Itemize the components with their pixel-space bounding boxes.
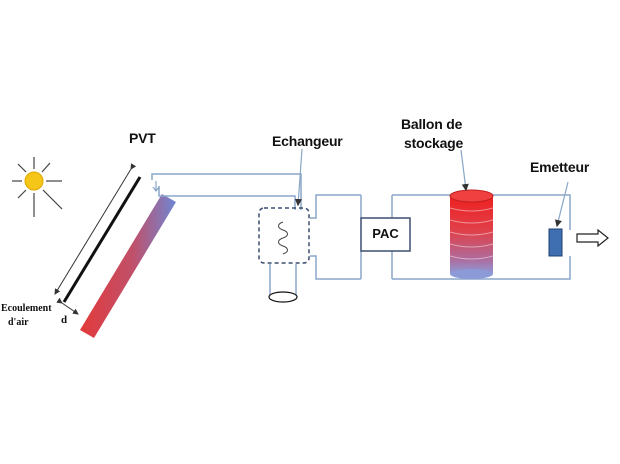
- storage-tank: [449, 189, 494, 279]
- gap-d-label: d: [61, 314, 68, 326]
- gap-d-arrow: [56, 297, 79, 315]
- pvt-length-arrow: [54, 163, 137, 295]
- air-duct-plate: [80, 194, 176, 338]
- emetteur-box: [548, 228, 563, 257]
- coil-icon: [278, 221, 288, 255]
- arrow-right-icon: [576, 228, 609, 248]
- ecoulement-label-line1: Ecoulement: [1, 303, 52, 314]
- pac-box: [360, 217, 411, 252]
- ballon-label-line2: stockage: [404, 135, 464, 151]
- echangeur-pointer: [294, 148, 303, 207]
- emetteur-label: Emetteur: [530, 159, 590, 175]
- pvt-panel-surface: [62, 176, 142, 303]
- echangeur-box: [258, 207, 310, 264]
- ecoulement-label-line2: d'air: [8, 317, 29, 328]
- sun-icon: [12, 157, 63, 217]
- ballon-label-line1: Ballon de: [401, 116, 463, 132]
- tube-outlet: [268, 291, 298, 303]
- pac-label: PAC: [372, 226, 399, 241]
- pvt-label: PVT: [129, 130, 156, 146]
- emetteur-pointer: [554, 181, 569, 228]
- flow-down-icon: [152, 181, 160, 192]
- ballon-pointer: [460, 149, 469, 192]
- echangeur-label: Echangeur: [272, 133, 343, 149]
